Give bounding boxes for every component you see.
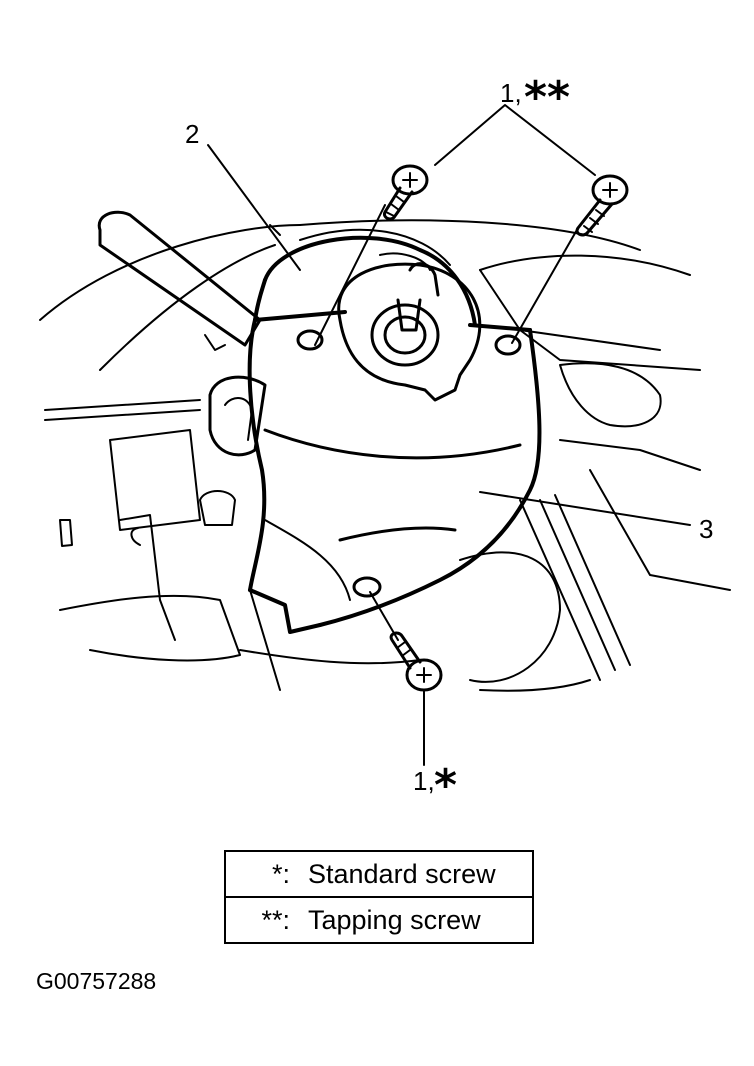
tapping-screw-right <box>575 174 629 237</box>
combination-switch-lever <box>97 210 281 526</box>
callout-lower-cover: 3 <box>699 514 713 544</box>
screw-legend-table: *: Standard screw **: Tapping screw <box>224 850 534 944</box>
callout-tapping-screws-number: 1, <box>500 78 522 108</box>
callout-tapping-screws-mark: ** <box>524 72 570 123</box>
legend-row-tapping: **: Tapping screw <box>226 896 532 942</box>
legend-row-standard: *: Standard screw <box>226 852 532 896</box>
legend-key: **: <box>261 904 290 935</box>
legend-key: *: <box>271 858 290 889</box>
tapping-screw-left <box>382 164 429 221</box>
steering-shaft-hub <box>337 252 482 402</box>
leader-lines <box>207 104 691 766</box>
dashboard-background <box>39 219 731 692</box>
callout-upper-cover: 2 <box>185 119 199 149</box>
upper-column-cover <box>253 228 532 356</box>
callout-standard-screw-number: 1, <box>413 766 435 796</box>
legend-text: Tapping screw <box>308 904 481 935</box>
callout-standard-screw-mark: * <box>434 760 457 811</box>
legend-text: Standard screw <box>308 858 496 889</box>
figure-code: G00757288 <box>36 968 157 994</box>
lower-column-cover <box>247 318 542 634</box>
